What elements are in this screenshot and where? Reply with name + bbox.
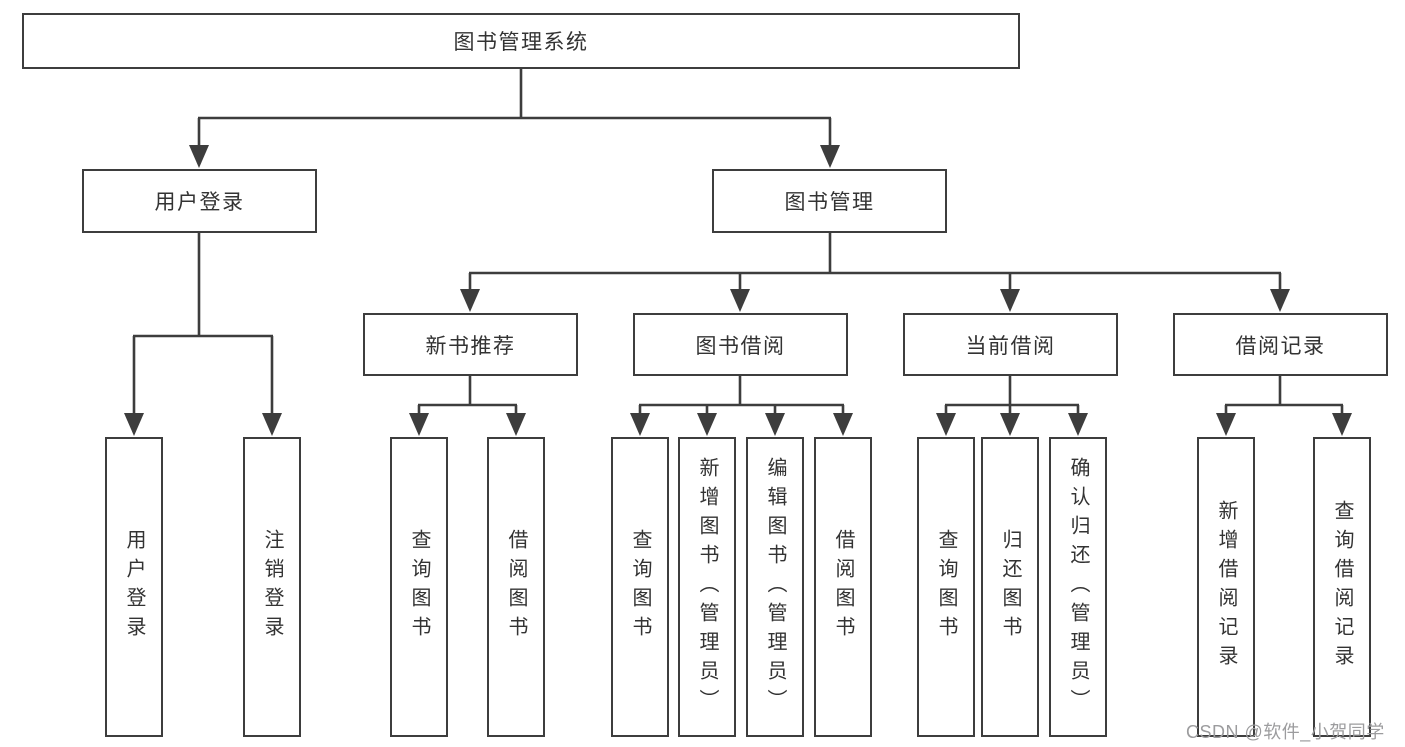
leaf-edit-book-admin: 编辑图书（管理员）: [746, 437, 804, 737]
node-label: 新书推荐: [425, 334, 516, 358]
leaf-user-login: 用户登录: [105, 437, 163, 737]
leaf-add-book-admin: 新增图书（管理员）: [678, 437, 736, 737]
node-current-borrowing: 当前借阅: [903, 313, 1118, 376]
leaf-label: 查询图书: [629, 529, 651, 645]
leaf-return-book: 归还图书: [981, 437, 1039, 737]
leaf-label: 查询图书: [408, 529, 430, 645]
leaf-label: 新增图书（管理员）: [696, 456, 718, 718]
node-book-borrowing: 图书借阅: [633, 313, 848, 376]
leaf-label: 用户登录: [123, 529, 145, 645]
leaf-label: 归还图书: [999, 529, 1021, 645]
leaf-label: 新增借阅记录: [1215, 500, 1237, 674]
leaf-add-borrow-record: 新增借阅记录: [1197, 437, 1255, 737]
node-library-management-system: 图书管理系统: [22, 13, 1020, 69]
node-new-book-recommendation: 新书推荐: [363, 313, 578, 376]
leaf-logout-login: 注销登录: [243, 437, 301, 737]
leaf-query-books-recommend: 查询图书: [390, 437, 448, 737]
node-label: 图书管理系统: [453, 31, 589, 54]
node-label: 借阅记录: [1235, 334, 1326, 358]
leaf-confirm-return-admin: 确认归还（管理员）: [1049, 437, 1107, 737]
leaf-label: 查询借阅记录: [1331, 500, 1353, 674]
leaf-query-borrow-record: 查询借阅记录: [1313, 437, 1371, 737]
leaf-label: 查询图书: [935, 529, 957, 645]
node-label: 图书借阅: [695, 334, 786, 358]
node-borrowing-records: 借阅记录: [1173, 313, 1388, 376]
leaf-label: 借阅图书: [832, 529, 854, 645]
leaf-borrow-books-borrow: 借阅图书: [814, 437, 872, 737]
leaf-query-books-current: 查询图书: [917, 437, 975, 737]
node-user-login: 用户登录: [82, 169, 317, 233]
node-label: 图书管理: [784, 191, 875, 214]
node-label: 当前借阅: [965, 334, 1056, 358]
leaf-label: 确认归还（管理员）: [1067, 456, 1089, 718]
leaf-borrow-books-recommend: 借阅图书: [487, 437, 545, 737]
leaf-query-books-borrow: 查询图书: [611, 437, 669, 737]
leaf-label: 注销登录: [261, 529, 283, 645]
node-book-management: 图书管理: [712, 169, 947, 233]
leaf-label: 编辑图书（管理员）: [764, 456, 786, 718]
leaf-label: 借阅图书: [505, 529, 527, 645]
node-label: 用户登录: [154, 191, 245, 214]
watermark: CSDN @软件_小贺同学: [1186, 722, 1385, 742]
